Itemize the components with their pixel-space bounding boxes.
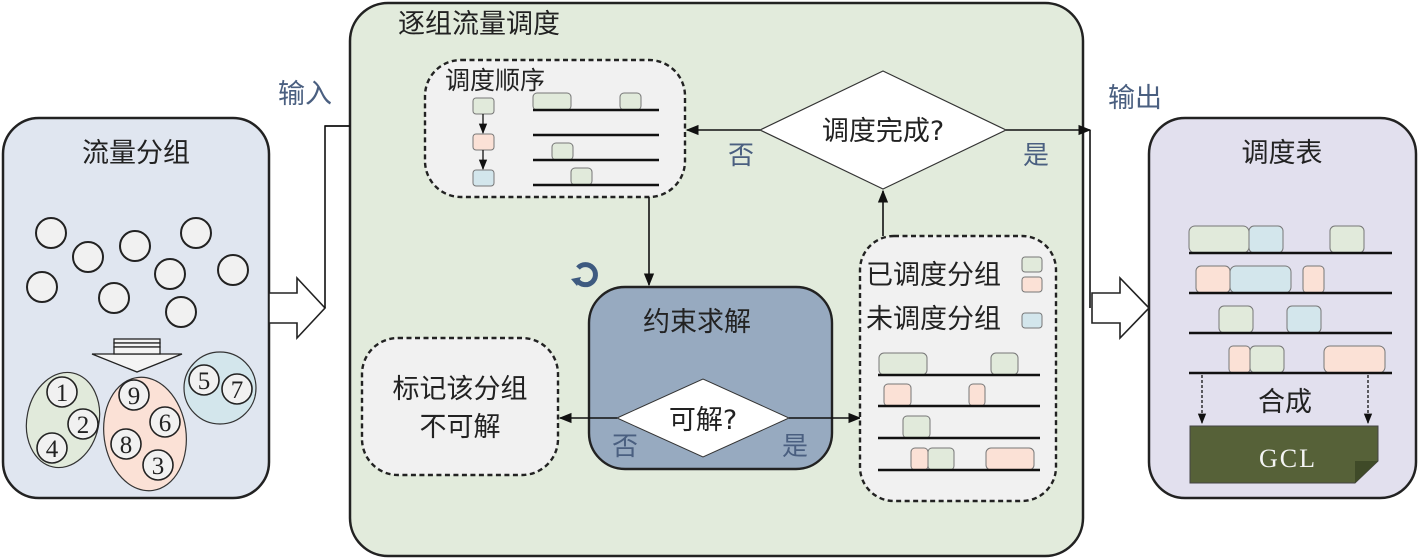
constraint-solver-box: 约束求解 可解? 否 是: [558, 262, 862, 471]
flow-id: 7: [231, 377, 244, 404]
flow-circle: [180, 217, 212, 249]
gcl-label: GCL: [1259, 444, 1317, 473]
group-scheduling-panel: 逐组流量调度 调度顺序: [325, 1, 1092, 558]
schedule-state-box: 已调度分组 未调度分组: [858, 234, 1058, 503]
flow-id: 4: [46, 436, 59, 463]
legend-blue-swatch: [1021, 312, 1043, 329]
traffic-groups-panel: 流量分组 1 2 4: [1, 116, 271, 500]
group-pink: 9 6 8 3: [103, 376, 187, 492]
hollow-arrow-icon: [268, 275, 327, 341]
flow-circle: [165, 296, 197, 328]
done-no-label: 否: [728, 141, 754, 171]
legend-pink-swatch: [1021, 276, 1043, 293]
scheduled-groups-label: 已调度分组: [866, 260, 1001, 291]
flow-circle: [98, 282, 130, 314]
flow-id: 2: [77, 412, 90, 439]
schedule-order-box: 调度顺序: [423, 58, 687, 199]
flow-id: 3: [152, 453, 165, 480]
output-label: 输出: [1108, 83, 1162, 114]
partial-schedule-timeline: [878, 352, 1040, 472]
unsolvable-line2: 不可解: [420, 412, 501, 443]
group-scheduling-title: 逐组流量调度: [398, 9, 560, 40]
schedule-table-title: 调度表: [1242, 138, 1323, 169]
schedule-table-panel: 调度表 合成 GCL: [1147, 116, 1418, 500]
gcl-document: GCL: [1189, 425, 1379, 484]
ungrouped-flows: [26, 217, 249, 328]
unscheduled-groups-label: 未调度分组: [866, 304, 1001, 335]
legend-green-swatch: [1021, 256, 1043, 273]
grouping-arrow-icon: [91, 338, 183, 373]
order-timeline: [532, 92, 659, 187]
schedule-done-text: 调度完成?: [822, 116, 944, 147]
flow-circle: [119, 230, 151, 262]
group-blue: 5 7: [183, 351, 257, 425]
final-schedule-timeline: [1188, 225, 1392, 375]
unsolvable-line1: 标记该分组: [393, 374, 528, 405]
flow-id: 8: [120, 432, 133, 459]
done-yes-label: 是: [1023, 141, 1049, 171]
flow-id: 5: [198, 368, 211, 395]
schedule-order-title: 调度顺序: [445, 66, 545, 95]
input-label: 输入: [278, 79, 332, 110]
constraint-solver-title: 约束求解: [643, 307, 751, 338]
solvable-yes-label: 是: [782, 432, 808, 462]
solvable-decision-text: 可解?: [669, 405, 737, 436]
flow-id: 1: [56, 380, 69, 407]
flow-circle: [35, 217, 67, 249]
solvable-no-label: 否: [612, 432, 638, 462]
group-green: 1 2 4: [25, 371, 101, 469]
traffic-groups-title: 流量分组: [82, 138, 190, 169]
flow-circle: [72, 241, 104, 273]
merge-label: 合成: [1258, 387, 1312, 418]
flow-circle: [217, 254, 249, 286]
flow-id: 9: [128, 383, 141, 410]
unsolvable-box: 标记该分组 不可解: [360, 336, 560, 477]
schedule-done-decision: 调度完成? 否 是: [685, 70, 1092, 236]
flow-id: 6: [159, 410, 172, 437]
hollow-arrow-icon: [1091, 276, 1151, 340]
output-connector: 输出: [1089, 83, 1162, 308]
flow-circle: [154, 258, 186, 290]
flow-circle: [26, 271, 58, 303]
refresh-icon: [574, 262, 598, 288]
